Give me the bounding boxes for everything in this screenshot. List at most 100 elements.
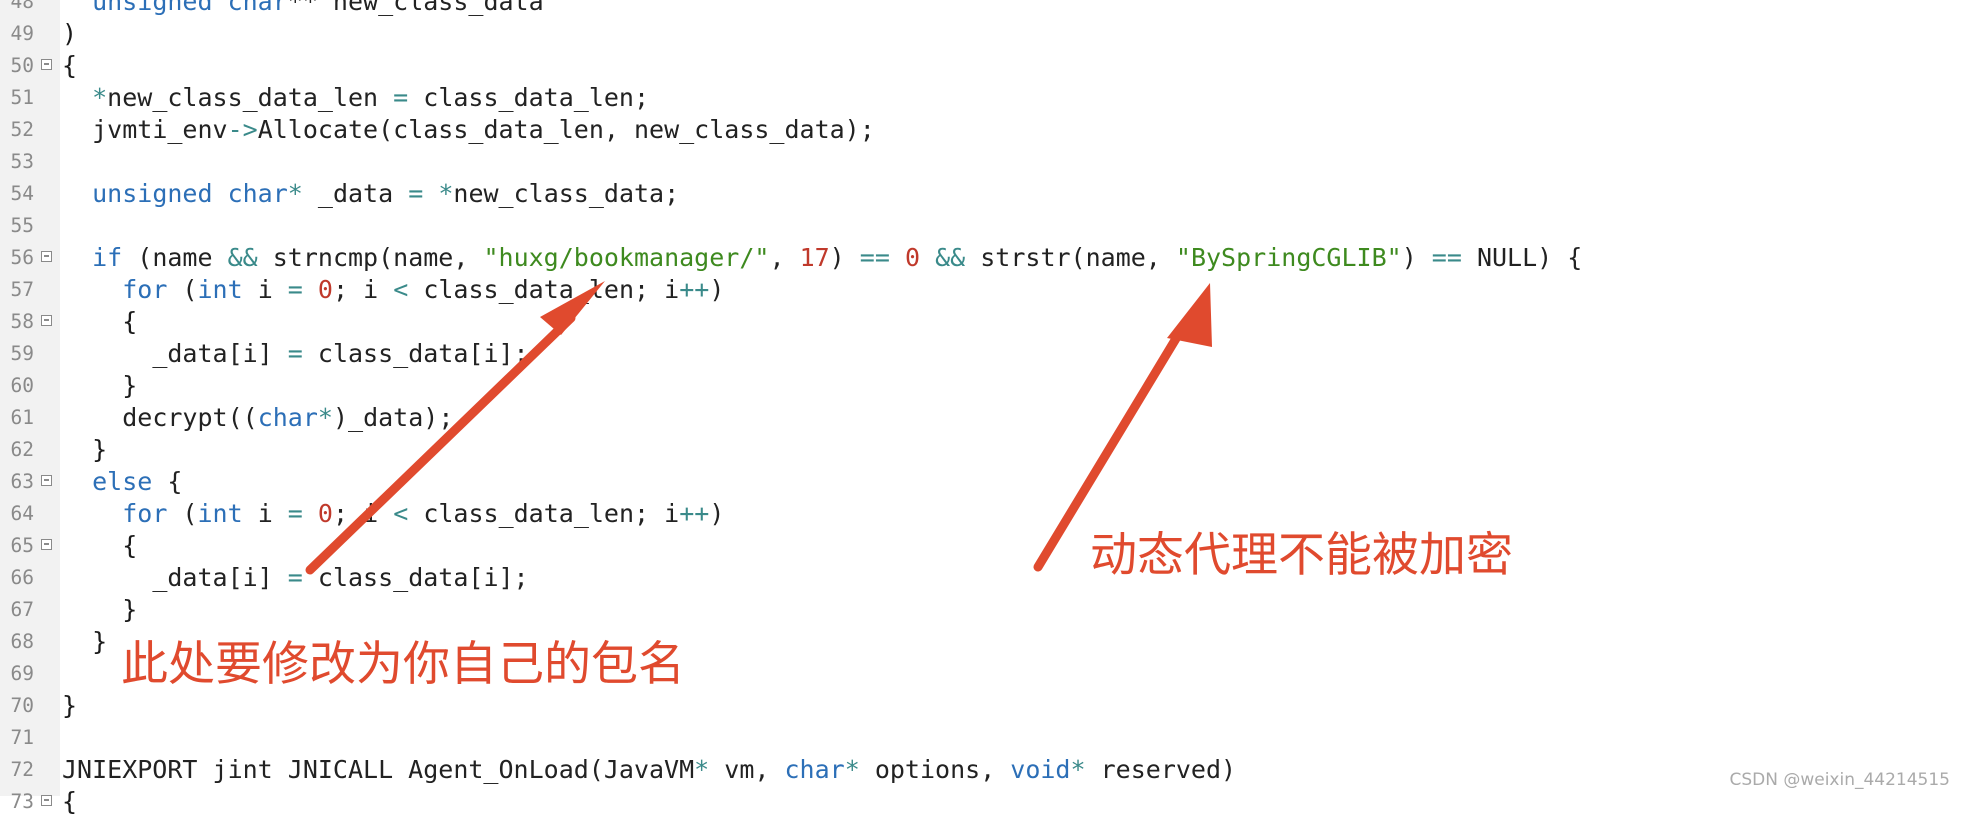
line-number-gutter [0,0,60,796]
code-line[interactable]: 70} [0,690,1962,722]
code-text: JNIEXPORT jint JNICALL Agent_OnLoad(Java… [62,754,1236,786]
code-token: Allocate(class_data_len, new_class_data)… [257,115,875,144]
code-line[interactable]: 48 unsigned char** new_class_data [0,0,1962,18]
line-number: 48 [10,0,34,13]
code-token: 17 [799,243,830,272]
code-text: _data[i] = class_data[i]; [62,562,529,594]
code-token: )_data); [332,403,454,432]
code-line[interactable]: 67 } [0,594,1962,626]
code-token: NULL) { [1461,243,1583,272]
code-token: class_data[i]; [302,563,529,592]
code-token: } [62,691,78,720]
code-line[interactable]: 71 [0,722,1962,754]
code-line[interactable]: 69 [0,658,1962,690]
line-number: 68 [10,630,34,653]
code-token: == [1431,243,1462,272]
line-number: 70 [10,694,34,717]
code-line[interactable]: 53 [0,146,1962,178]
arrow-package-head [540,281,605,335]
code-text: ) [62,18,77,50]
arrow-package-shaft [305,313,576,575]
line-number: 58 [10,310,34,333]
code-token: } [122,371,138,400]
annotation-arrows [305,281,1212,575]
code-token: ++ [679,499,710,528]
code-token: for [122,499,168,528]
code-token: * [438,179,454,208]
code-token: * [92,83,108,112]
code-line[interactable]: 60 } [0,370,1962,402]
code-token: char [257,403,318,432]
fold-collapse-icon[interactable] [41,251,52,262]
code-line[interactable]: 54 unsigned char* _data = *new_class_dat… [0,178,1962,210]
code-line[interactable]: 61 decrypt((char*)_data); [0,402,1962,434]
code-line[interactable]: 51 *new_class_data_len = class_data_len; [0,82,1962,114]
code-token: = [287,563,303,592]
code-token: && [227,243,258,272]
annotation-dynamic-proxy: 动态代理不能被加密 [1090,528,1513,583]
line-number: 60 [10,374,34,397]
code-text: else { [62,466,182,498]
code-line[interactable]: 62 } [0,434,1962,466]
code-token: i [242,275,288,304]
code-line[interactable]: 55 [0,210,1962,242]
code-text: _data[i] = class_data[i]; [62,338,528,370]
code-line[interactable]: 66 _data[i] = class_data[i]; [0,562,1962,594]
code-token: ) [709,275,725,304]
code-token: 0 [317,275,333,304]
code-line[interactable]: 63 else { [0,466,1962,498]
line-number: 59 [10,342,34,365]
code-token: _data [302,179,409,208]
code-line[interactable]: 58 { [0,306,1962,338]
code-token: < [393,275,409,304]
code-text: jvmti_env->Allocate(class_data_len, new_… [62,114,875,146]
code-text: } [62,370,137,402]
line-number: 61 [10,406,34,429]
fold-collapse-icon[interactable] [41,59,52,70]
code-line[interactable]: 59 _data[i] = class_data[i]; [0,338,1962,370]
code-line[interactable]: 49) [0,18,1962,50]
code-line[interactable]: 65 { [0,530,1962,562]
code-token: 0 [904,243,921,272]
code-token: int [197,499,243,528]
code-line[interactable]: 68 } [0,626,1962,658]
code-line[interactable]: 52 jvmti_env->Allocate(class_data_len, n… [0,114,1962,146]
line-number: 52 [10,118,34,141]
code-token: * [287,179,303,208]
code-token: "BySpringCGLIB" [1175,243,1402,272]
fold-collapse-icon[interactable] [41,315,52,326]
code-token: } [122,595,138,624]
code-token: = [287,339,303,368]
code-token: = [393,83,409,112]
code-token: == [859,243,890,272]
code-token: strncmp(name, [257,243,484,272]
code-token: * [844,755,860,784]
code-token: ) [62,19,78,48]
line-number: 62 [10,438,34,461]
code-token: new_class_data; [453,179,680,208]
line-number: 65 [10,534,34,557]
fold-collapse-icon[interactable] [41,475,52,486]
fold-collapse-icon[interactable] [41,539,52,550]
line-number: 67 [10,598,34,621]
line-number: 64 [10,502,34,525]
code-token: JNIEXPORT jint JNICALL Agent_OnLoad(Java… [62,755,695,784]
code-token: { [122,531,138,560]
code-text: for (int i = 0; i < class_data_len; i++) [62,498,724,530]
code-token: unsigned char [92,0,288,16]
code-line[interactable]: 57 for (int i = 0; i < class_data_len; i… [0,274,1962,306]
line-number: 63 [10,470,34,493]
code-line[interactable]: 50{ [0,50,1962,82]
code-line[interactable]: 64 for (int i = 0; i < class_data_len; i… [0,498,1962,530]
line-number: 50 [10,54,34,77]
code-token: new_class_data_len [107,83,394,112]
code-token: ** new_class_data [287,0,544,16]
code-token: ; i [332,275,394,304]
code-line[interactable]: 56 if (name && strncmp(name, "huxg/bookm… [0,242,1962,274]
line-number: 54 [10,182,34,205]
fold-collapse-icon[interactable] [41,795,52,806]
code-token: for [122,275,168,304]
code-token: ++ [679,275,710,304]
